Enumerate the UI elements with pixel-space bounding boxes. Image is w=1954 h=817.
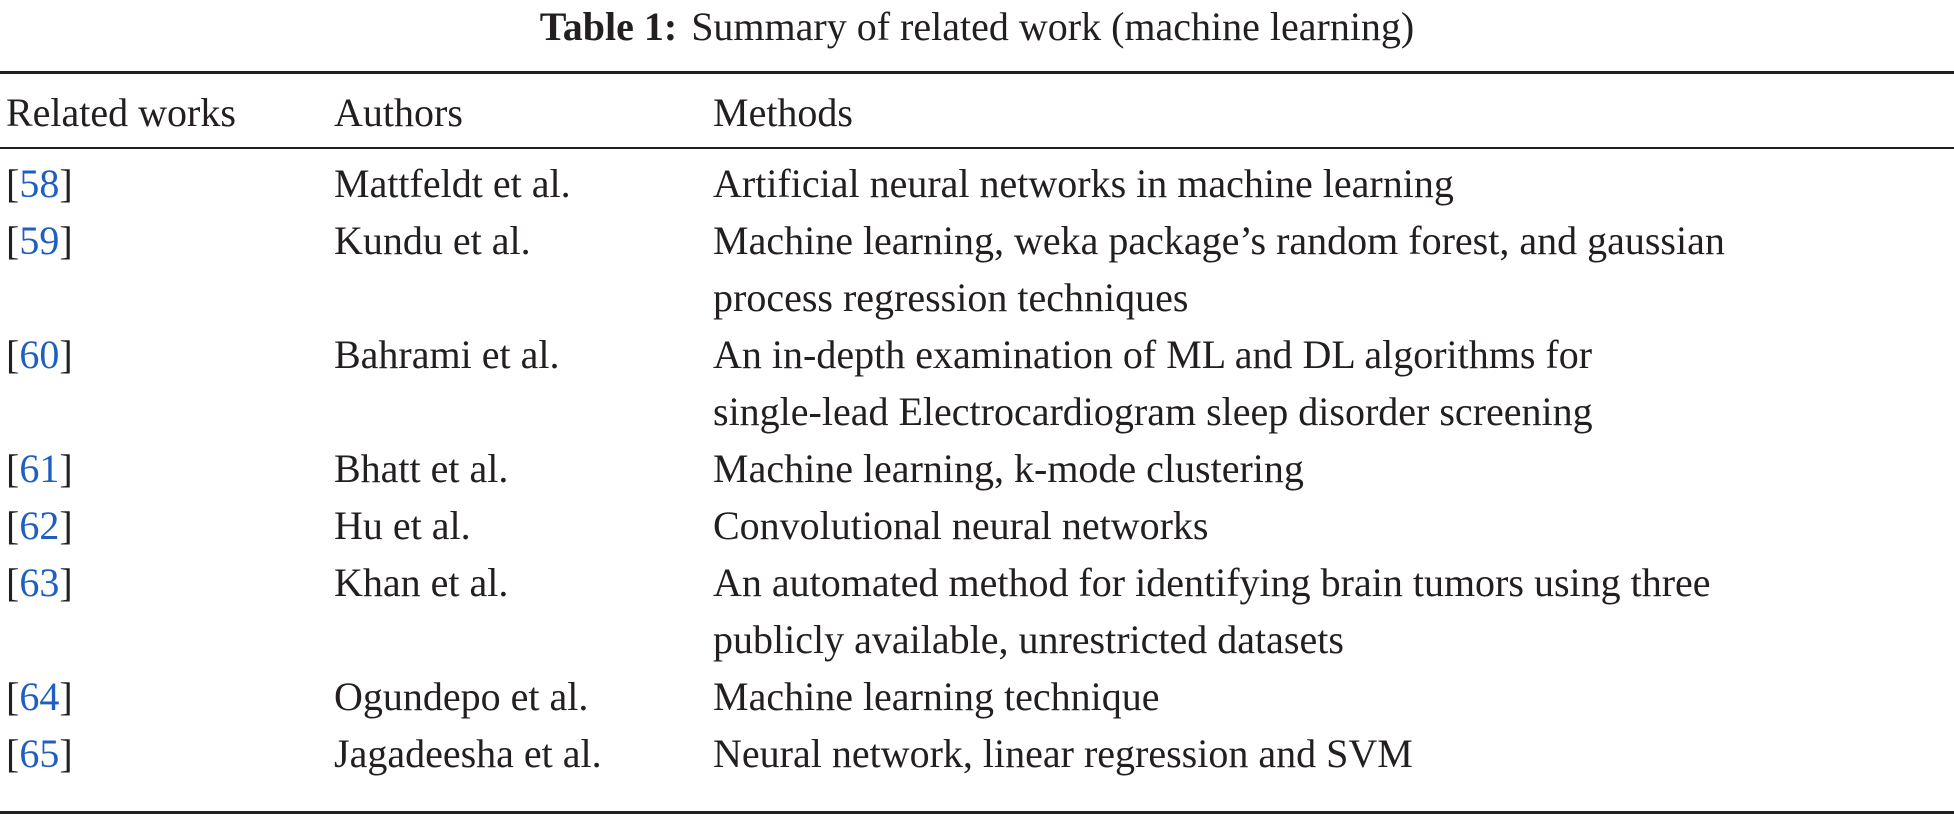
methods-line: Convolutional neural networks xyxy=(713,503,1209,548)
bottom-rule xyxy=(0,811,1954,814)
reference-link[interactable]: 64 xyxy=(19,674,60,719)
methods-line: Artificial neural networks in machine le… xyxy=(713,161,1454,206)
ref-cell: [65] xyxy=(6,731,73,776)
ref-cell: [59] xyxy=(6,218,73,263)
header-rule xyxy=(0,147,1954,149)
methods-cell: Artificial neural networks in machine le… xyxy=(713,155,1953,212)
methods-cell: Convolutional neural networks xyxy=(713,497,1953,554)
authors-cell: Kundu et al. xyxy=(334,218,531,263)
reference-link[interactable]: 63 xyxy=(19,560,60,605)
reference-link[interactable]: 60 xyxy=(19,332,60,377)
authors-cell: Bahrami et al. xyxy=(334,332,560,377)
methods-cell: Machine learning, weka package’s random … xyxy=(713,212,1953,326)
authors-cell: Bhatt et al. xyxy=(334,446,509,491)
methods-line: Machine learning, weka package’s random … xyxy=(713,218,1725,263)
methods-cell: An in-depth examination of ML and DL alg… xyxy=(713,326,1953,440)
methods-cell: Machine learning technique xyxy=(713,668,1953,725)
methods-line: publicly available, unrestricted dataset… xyxy=(713,617,1344,662)
ref-cell: [60] xyxy=(6,332,73,377)
ref-cell: [61] xyxy=(6,446,73,491)
reference-link[interactable]: 61 xyxy=(19,446,60,491)
header-methods: Methods xyxy=(713,90,853,135)
authors-cell: Hu et al. xyxy=(334,503,471,548)
reference-link[interactable]: 65 xyxy=(19,731,60,776)
authors-cell: Mattfeldt et al. xyxy=(334,161,571,206)
methods-line: Machine learning technique xyxy=(713,674,1160,719)
table-caption: Table 1: Summary of related work (machine… xyxy=(0,0,1954,51)
reference-link[interactable]: 58 xyxy=(19,161,60,206)
methods-line: An automated method for identifying brai… xyxy=(713,560,1711,605)
methods-line: process regression techniques xyxy=(713,275,1189,320)
authors-cell: Ogundepo et al. xyxy=(334,674,589,719)
caption-text: Summary of related work (machine learnin… xyxy=(691,4,1415,49)
ref-cell: [64] xyxy=(6,674,73,719)
methods-line: Neural network, linear regression and SV… xyxy=(713,731,1413,776)
authors-cell: Khan et al. xyxy=(334,560,509,605)
methods-cell: An automated method for identifying brai… xyxy=(713,554,1953,668)
header-related-works: Related works xyxy=(6,90,236,135)
header-authors: Authors xyxy=(334,90,463,135)
ref-cell: [62] xyxy=(6,503,73,548)
ref-cell: [63] xyxy=(6,560,73,605)
methods-cell: Neural network, linear regression and SV… xyxy=(713,725,1953,782)
ref-cell: [58] xyxy=(6,161,73,206)
methods-cell: Machine learning, k-mode clustering xyxy=(713,440,1953,497)
authors-cell: Jagadeesha et al. xyxy=(334,731,602,776)
reference-link[interactable]: 62 xyxy=(19,503,60,548)
methods-line: An in-depth examination of ML and DL alg… xyxy=(713,332,1593,377)
methods-line: Machine learning, k-mode clustering xyxy=(713,446,1304,491)
caption-label: Table 1: xyxy=(539,4,678,49)
methods-line: single-lead Electrocardiogram sleep diso… xyxy=(713,389,1593,434)
top-rule xyxy=(0,71,1954,74)
reference-link[interactable]: 59 xyxy=(19,218,60,263)
